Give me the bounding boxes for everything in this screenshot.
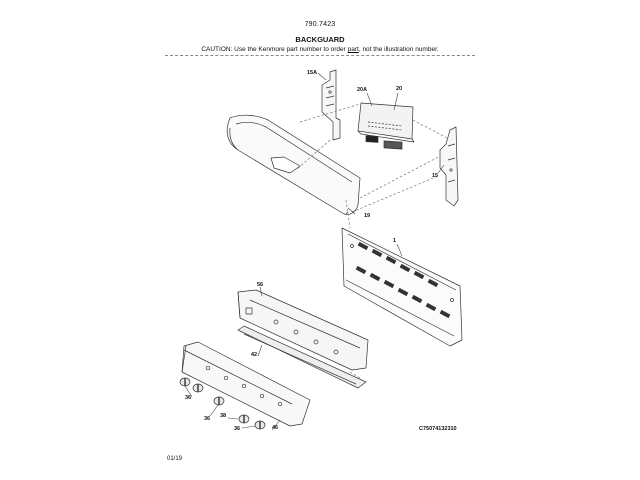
knobs[interactable]: [179, 377, 266, 430]
knob-2: [192, 383, 204, 393]
callout-20: 20: [396, 86, 403, 92]
callout-15a: 15A: [307, 70, 318, 76]
knob-4: [238, 414, 250, 424]
diagram-code: C75074132310: [419, 426, 457, 432]
caution-text-start: CAUTION: Use the Kenmore part number to …: [201, 46, 348, 53]
callout-42: 42: [251, 352, 258, 358]
knob-1: [179, 377, 191, 387]
leader-lines: [184, 72, 445, 431]
callout-56: 56: [257, 282, 264, 288]
bracket-15[interactable]: [439, 126, 459, 207]
trim-strip-42[interactable]: [237, 325, 367, 389]
manifold-panel-56[interactable]: [237, 289, 369, 371]
callout-36-middle: 36: [204, 416, 211, 422]
callout-20a: 20A: [357, 87, 368, 93]
control-board-20[interactable]: [357, 102, 415, 150]
knob-3: [213, 396, 225, 406]
callout-46: 46: [272, 425, 279, 431]
part-link[interactable]: part: [347, 46, 359, 53]
assembly-guides: [257, 103, 449, 379]
knob-5: [254, 420, 266, 430]
callout-15: 15: [432, 173, 439, 179]
backguard-panel-19[interactable]: [226, 114, 361, 215]
control-panel-46[interactable]: [181, 341, 311, 427]
callout-36-right: 36: [234, 426, 241, 432]
caution-text-end: , not the illustration number.: [358, 46, 439, 53]
header-divider: [165, 55, 475, 56]
page-title: BACKGUARD: [295, 35, 345, 44]
model-number: 790.7423: [304, 21, 336, 28]
revision-date: 01/19: [167, 456, 183, 462]
callout-36-left: 36: [185, 395, 192, 401]
rear-panel-1[interactable]: [341, 227, 463, 347]
callout-1: 1: [393, 238, 397, 244]
callout-38: 38: [220, 413, 227, 419]
caution-note: CAUTION: Use the Kenmore part number to …: [0, 46, 640, 53]
bracket-15a[interactable]: [321, 69, 341, 141]
callout-19: 19: [364, 213, 371, 219]
